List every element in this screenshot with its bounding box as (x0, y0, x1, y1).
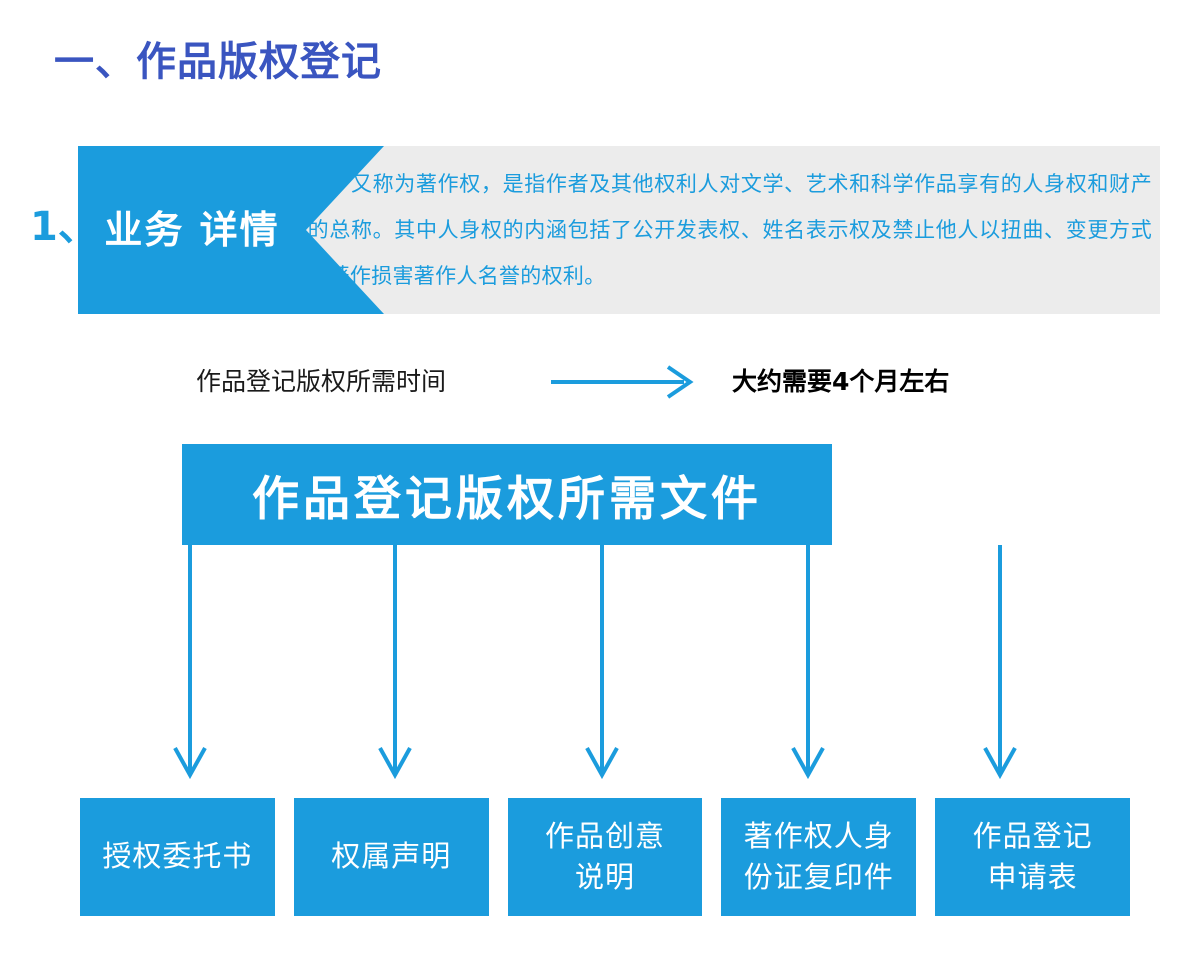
processing-time-question-label: 作品登记版权所需时间 (196, 367, 447, 396)
required-documents-header-label: 作品登记版权所需文件 (252, 472, 762, 527)
right-arrow-icon (548, 363, 698, 401)
banner-tab-label: 业务 详情 (104, 207, 280, 252)
banner-text-container: 版权，又称为著作权，是指作者及其他权利人对文学、艺术和科学作品享有的人身权和财产… (286, 146, 1152, 314)
document-box-authorization-letter[interactable]: 授权委托书 (80, 798, 275, 916)
document-box-label: 作品创意 说明 (544, 818, 665, 894)
required-documents-list: 授权委托书 权属声明 作品创意 说明 著作权人身 份证复印件 作品登记 申请表 (80, 798, 1130, 916)
document-box-label: 权属声明 (331, 839, 452, 874)
document-box-label: 著作权人身 份证复印件 (743, 818, 894, 894)
required-documents-header: 作品登记版权所需文件 (182, 444, 832, 545)
document-box-label: 授权委托书 (102, 839, 253, 874)
business-detail-banner: 版权，又称为著作权，是指作者及其他权利人对文学、艺术和科学作品享有的人身权和财产… (78, 146, 1160, 314)
page-title: 一、作品版权登记 (54, 39, 382, 85)
document-box-ownership-statement[interactable]: 权属声明 (293, 798, 489, 916)
banner-body-text: 版权，又称为著作权，是指作者及其他权利人对文学、艺术和科学作品享有的人身权和财产… (286, 172, 1152, 288)
document-box-application-form[interactable]: 作品登记 申请表 (935, 798, 1130, 916)
processing-time-answer-label: 大约需要4个月左右 (732, 367, 950, 396)
document-box-creative-description[interactable]: 作品创意 说明 (507, 798, 703, 916)
document-box-id-copy[interactable]: 著作权人身 份证复印件 (721, 798, 917, 916)
document-box-label: 作品登记 申请表 (972, 818, 1093, 894)
processing-time-row: 作品登记版权所需时间 大约需要4个月左右 (0, 363, 1200, 405)
banner-tab: 业务 详情 (78, 146, 306, 314)
